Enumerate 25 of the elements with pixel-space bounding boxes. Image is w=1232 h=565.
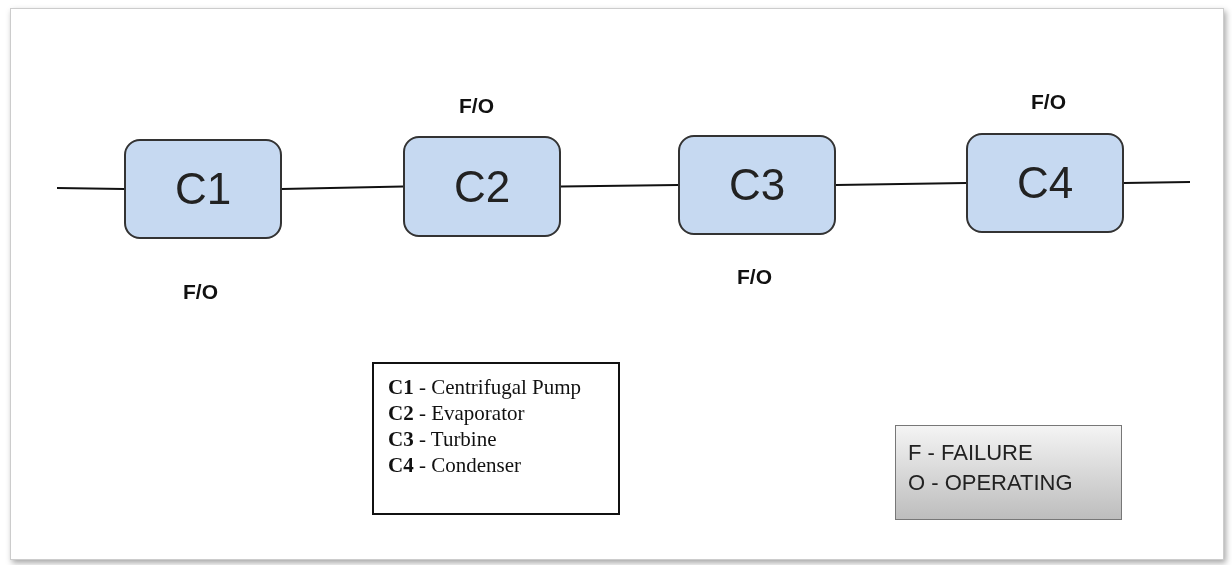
component-box bbox=[966, 133, 1124, 233]
state-label: F/O bbox=[1031, 90, 1066, 114]
key-entry: F - FAILURE bbox=[908, 439, 1034, 467]
component-label: C1 bbox=[174, 164, 232, 214]
component-box bbox=[678, 135, 836, 235]
state-label: F/O bbox=[183, 280, 218, 304]
key-entry: C4 - Condenser bbox=[388, 452, 522, 478]
connector-line bbox=[56, 187, 125, 190]
key-entry: C1 - Centrifugal Pump bbox=[388, 374, 583, 400]
state-key-box bbox=[895, 425, 1122, 520]
key-entry: O - OPERATING bbox=[908, 469, 1074, 497]
state-label: F/O bbox=[737, 265, 772, 289]
component-label: C2 bbox=[453, 161, 511, 212]
component-label: C4 bbox=[1016, 158, 1074, 208]
component-box bbox=[124, 139, 282, 239]
connector-line bbox=[560, 184, 679, 188]
key-entry: C3 - Turbine bbox=[388, 426, 498, 452]
state-label: F/O bbox=[459, 94, 494, 118]
connector-line bbox=[281, 185, 404, 190]
connector-line bbox=[835, 182, 967, 186]
component-label: C3 bbox=[728, 160, 786, 210]
key-entry: C2 - Evaporator bbox=[388, 400, 526, 426]
component-box bbox=[403, 136, 561, 237]
connector-line bbox=[1123, 181, 1191, 184]
key-box bbox=[372, 362, 620, 515]
